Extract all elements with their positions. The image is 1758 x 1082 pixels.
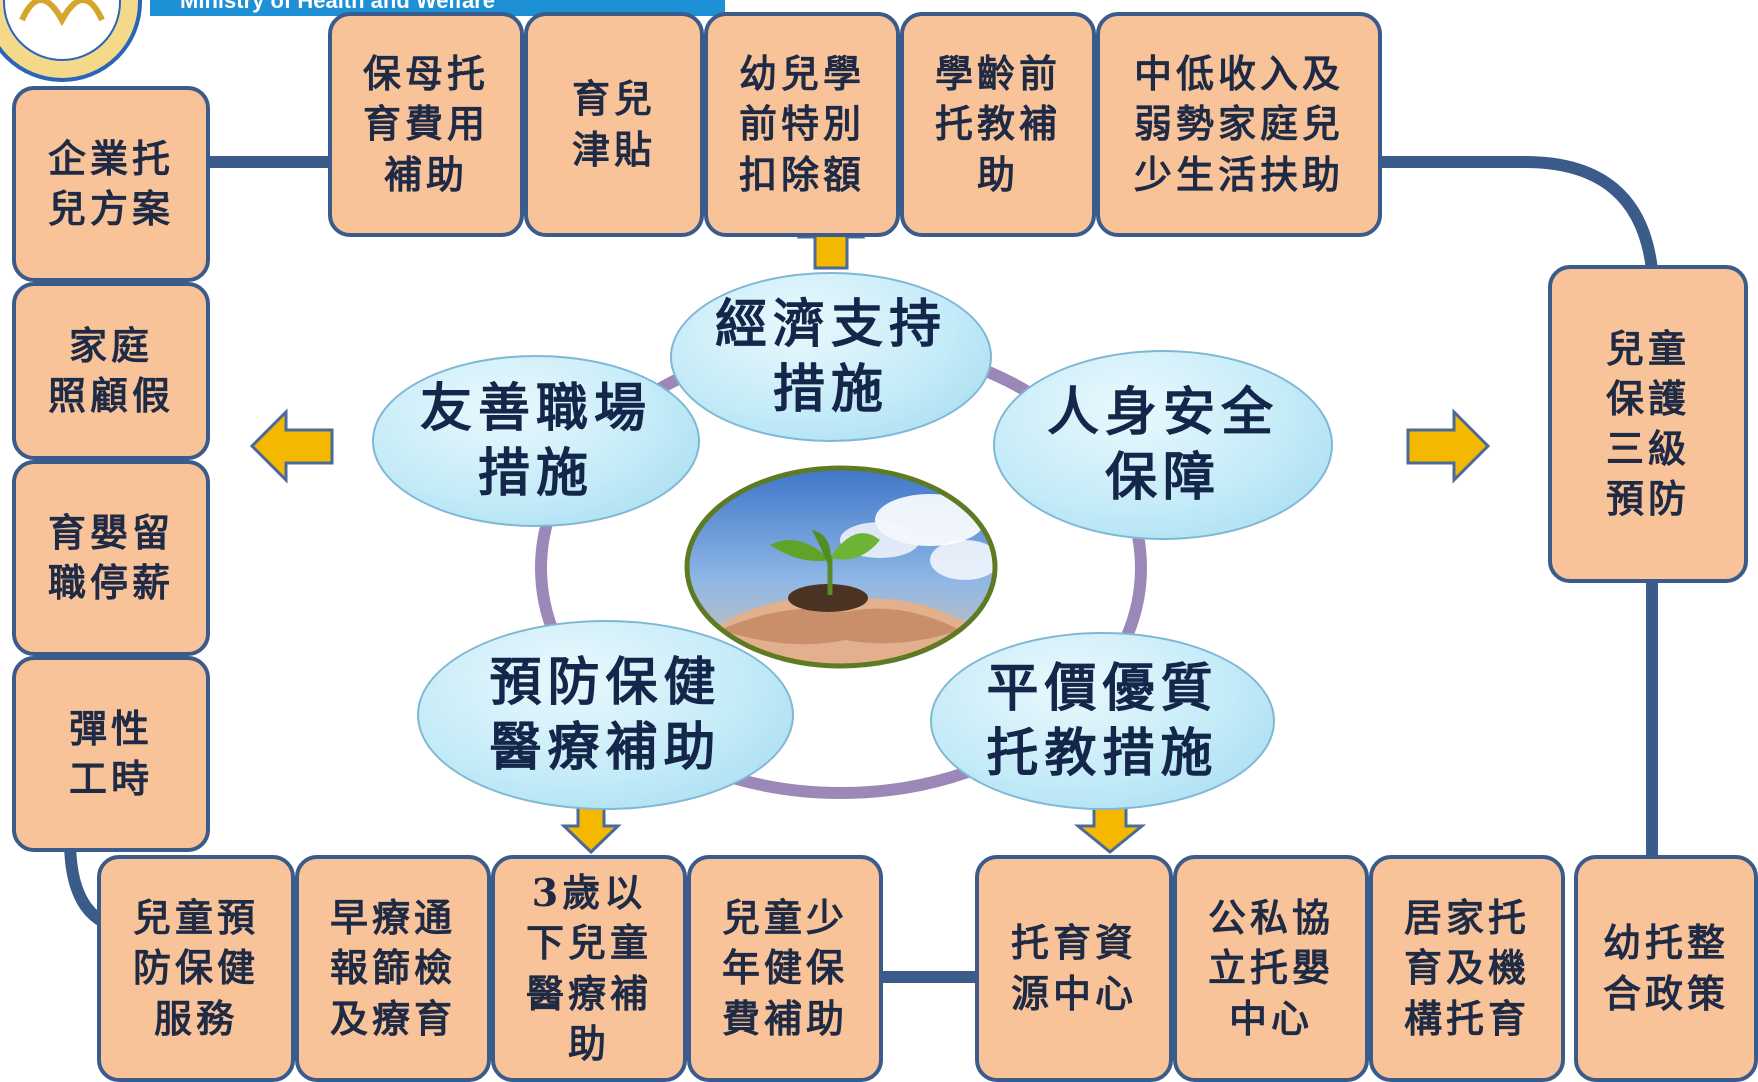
- box-family-care-leave: 家庭 照顧假: [12, 282, 210, 460]
- box-home-institutional-care: 居家托 育及機 構托育: [1369, 855, 1565, 1082]
- box-nanny-subsidy: 保母托 育費用 補助: [328, 12, 524, 237]
- box-child-protection: 兒童 保護 三級 預防: [1548, 265, 1748, 583]
- box-child-preventive-care: 兒童預 防保健 服務: [97, 855, 295, 1082]
- center-plant-image: [684, 465, 998, 669]
- arrow-right-icon: [1406, 408, 1491, 484]
- box-health-insurance-subsidy: 兒童少 年健保 費補助: [687, 855, 883, 1082]
- box-preschool-integration: 幼托整 合政策: [1574, 855, 1758, 1082]
- bubble-personal-safety: 人身安全 保障: [993, 350, 1333, 540]
- bubble-preventive-health: 預防保健 醫療補助: [417, 620, 794, 810]
- box-public-private-nursery: 公私協 立托嬰 中心: [1173, 855, 1369, 1082]
- box-low-income-support: 中低收入及 弱勢家庭兒 少生活扶助: [1096, 12, 1382, 237]
- ministry-logo: [0, 0, 142, 82]
- box-childcare-resource-center: 托育資 源中心: [975, 855, 1173, 1082]
- ministry-name: Ministry of Health and Welfare: [180, 0, 495, 13]
- bubble-affordable-childcare: 平價優質 托教措施: [930, 632, 1275, 810]
- box-parental-leave: 育嬰留 職停薪: [12, 460, 210, 656]
- box-under3-medical-subsidy: 3歲以 下兒童 醫療補 助: [491, 855, 687, 1082]
- box-early-intervention: 早療通 報篩檢 及療育: [295, 855, 491, 1082]
- box-enterprise-childcare: 企業托 兒方案: [12, 86, 210, 282]
- bubble-friendly-workplace: 友善職場 措施: [372, 355, 700, 527]
- connector-top-right: [1374, 156, 1658, 276]
- arrow-left-icon: [249, 408, 334, 484]
- box-preschool-deduction: 幼兒學 前特別 扣除額: [704, 12, 900, 237]
- bubble-economic-support: 經濟支持 措施: [670, 272, 992, 442]
- box-parenting-allowance: 育兒 津貼: [524, 12, 704, 237]
- box-preschool-education-subsidy: 學齡前 托教補 助: [900, 12, 1096, 237]
- arrow-down-icon: [1073, 802, 1147, 854]
- box-flexible-hours: 彈性 工時: [12, 656, 210, 852]
- arrow-down-icon: [560, 802, 622, 855]
